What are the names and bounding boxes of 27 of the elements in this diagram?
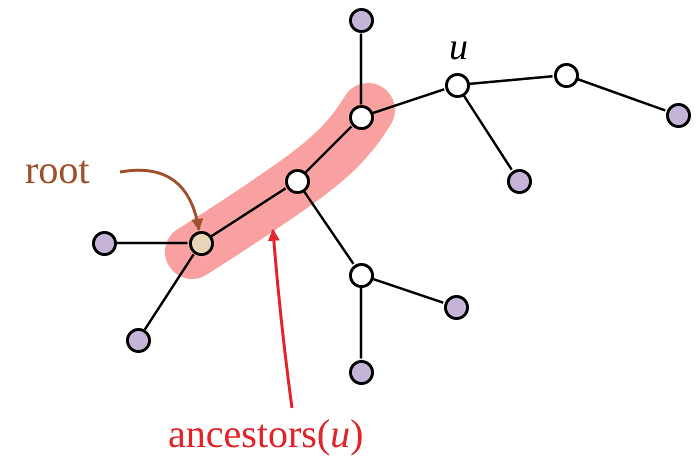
tree-node-circle xyxy=(554,62,578,88)
tree-node-circle xyxy=(348,262,374,288)
tree-edge xyxy=(144,254,195,330)
annotation-label: ancestors(u) xyxy=(168,412,364,456)
tree-edge xyxy=(304,126,352,174)
tree-edge xyxy=(462,94,513,170)
tree-node-circle xyxy=(348,360,374,384)
node-label: u xyxy=(449,28,468,66)
tree-edge xyxy=(303,190,354,265)
tree-edge xyxy=(372,278,444,304)
tree-node-circle xyxy=(126,328,150,352)
arrow xyxy=(268,228,294,408)
tree-node-circle xyxy=(444,294,468,320)
tree-edge xyxy=(372,88,445,114)
tree-edge xyxy=(116,242,188,244)
tree-node-circle xyxy=(444,72,470,98)
tree-edge xyxy=(577,78,666,112)
tree-node-circle xyxy=(348,8,374,32)
tree-edge xyxy=(360,288,362,358)
tree-node-circle xyxy=(666,102,690,128)
tree-edge xyxy=(469,75,553,86)
arrow xyxy=(120,168,203,231)
tree-node-circle xyxy=(506,168,532,194)
tree-edge xyxy=(360,34,362,104)
tree-edge xyxy=(210,187,286,238)
tree-node-circle xyxy=(92,230,116,256)
annotation-label: root xyxy=(25,148,90,192)
